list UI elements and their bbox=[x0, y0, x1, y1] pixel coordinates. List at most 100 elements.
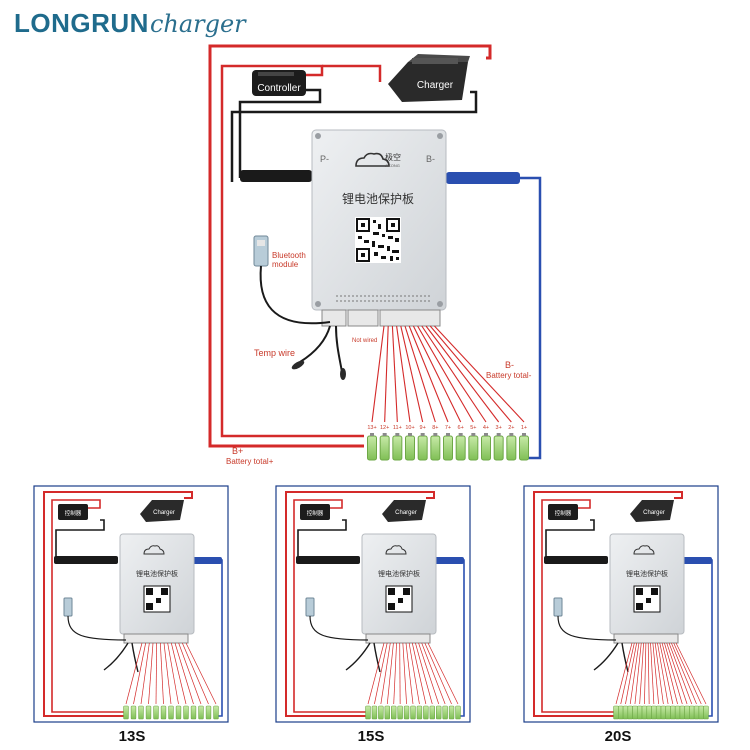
variant-cell bbox=[684, 705, 690, 720]
cell-label: 7+ bbox=[445, 425, 451, 431]
variant-board-title: 锂电池保护板 bbox=[136, 569, 178, 578]
variant-cell bbox=[384, 705, 390, 720]
variant-cell bbox=[689, 705, 695, 720]
battery-cell bbox=[430, 435, 441, 461]
variant-balance-wire bbox=[405, 642, 414, 705]
variant-cell bbox=[632, 705, 638, 720]
variant-balance-wire bbox=[140, 642, 150, 705]
variant-balance-wire bbox=[615, 642, 633, 705]
variant-balance-wire bbox=[620, 642, 635, 705]
variant-cell bbox=[622, 705, 629, 720]
variant-cell bbox=[410, 705, 416, 720]
cell-terminal bbox=[471, 433, 476, 436]
variant-controller-label: 控制器 bbox=[307, 509, 324, 517]
variant-red-wire-inner bbox=[293, 499, 366, 713]
main-black-controller-wire bbox=[238, 88, 322, 178]
variant-bluetooth bbox=[63, 597, 73, 617]
balance-wire bbox=[404, 325, 436, 423]
variant-red-wire bbox=[43, 491, 193, 717]
variant-balance-wire bbox=[647, 642, 650, 705]
variant-temp-probe bbox=[621, 642, 629, 673]
variant-black-wire bbox=[545, 519, 595, 560]
temp-connector bbox=[321, 309, 347, 327]
variant-cell bbox=[636, 705, 643, 720]
variant-qr-mark bbox=[156, 598, 161, 603]
cell-label: 11+ bbox=[393, 425, 402, 431]
variant-balance-wire bbox=[155, 642, 158, 705]
variant-temp-probe bbox=[345, 642, 371, 671]
variant-cell bbox=[679, 705, 686, 720]
variant-p-minus-cable bbox=[544, 556, 608, 564]
variant-qr-mark bbox=[146, 603, 153, 610]
variant-cell bbox=[213, 705, 219, 720]
variant-cell bbox=[397, 705, 403, 720]
variant-board bbox=[609, 533, 685, 635]
variant-connector bbox=[365, 633, 431, 644]
variant-qr-mark bbox=[161, 588, 168, 595]
bluetooth-label-1: Bluetooth bbox=[272, 251, 306, 260]
variant-charger-label: Charger bbox=[643, 510, 665, 516]
controller-label: Controller bbox=[257, 83, 301, 94]
battery-cell bbox=[455, 435, 466, 461]
variant-qr-mark bbox=[651, 588, 658, 595]
variant-balance-wire bbox=[668, 642, 693, 705]
variant-balance-wire bbox=[170, 642, 187, 705]
variant-bluetooth-wire bbox=[309, 615, 369, 641]
main-diagram: Controller Charger P- B- 极空 JIKONG 锂电池保护… bbox=[208, 44, 542, 466]
variant-cell bbox=[655, 705, 662, 720]
variant-cell bbox=[670, 705, 676, 720]
battery-cell bbox=[443, 435, 453, 461]
cell-terminal bbox=[446, 433, 450, 436]
bluetooth-module bbox=[253, 235, 331, 325]
charger-label: Charger bbox=[417, 80, 454, 91]
caption-20s: 20S bbox=[604, 728, 632, 745]
variant-cell bbox=[403, 705, 410, 720]
variant-balance-wire bbox=[661, 642, 678, 705]
variant-balance-wire bbox=[664, 642, 683, 705]
variant-temp-probe bbox=[593, 642, 619, 671]
battery-cell bbox=[468, 435, 479, 461]
variant-cell bbox=[641, 705, 648, 720]
variant-bluetooth bbox=[305, 597, 315, 617]
variant-balance-wire bbox=[629, 642, 640, 705]
variant-balance-wire bbox=[659, 642, 674, 705]
variant-red-wire-inner bbox=[51, 499, 124, 713]
battery-cell bbox=[481, 435, 491, 461]
variant-red-wire bbox=[533, 491, 683, 717]
cell-terminal bbox=[509, 433, 514, 436]
variant-balance-wire bbox=[380, 642, 391, 705]
variant-cell bbox=[613, 705, 619, 720]
variant-qr-mark bbox=[388, 603, 395, 610]
variant-cell bbox=[138, 705, 144, 720]
variant-balance-wire bbox=[374, 642, 388, 705]
variant-charger bbox=[630, 500, 674, 522]
main-blue-wire bbox=[520, 176, 542, 460]
variant-controller-label: 控制器 bbox=[555, 509, 572, 517]
variant-balance-wire bbox=[424, 642, 452, 705]
variant-black-wire bbox=[55, 519, 105, 560]
main-p-minus-cable bbox=[240, 170, 312, 182]
cell-terminal bbox=[458, 433, 463, 436]
variant-cell bbox=[442, 705, 448, 720]
balance-wire bbox=[421, 325, 487, 423]
variant-p-minus-cable bbox=[54, 556, 118, 564]
variant-qr-mark bbox=[636, 588, 643, 595]
cell-label: 1+ bbox=[521, 425, 527, 431]
cell-terminal bbox=[420, 433, 425, 436]
battery-cell bbox=[405, 435, 415, 461]
main-balance-wires bbox=[371, 325, 525, 423]
caption-13s: 13S bbox=[118, 728, 146, 745]
variant-balance-wire bbox=[625, 642, 637, 705]
variant-balance-wire bbox=[402, 642, 407, 705]
variant-red-wire-inner bbox=[541, 499, 614, 713]
variant-cell bbox=[123, 705, 129, 720]
battery-total-minus-label: Battery total- bbox=[486, 371, 532, 380]
battery-cell bbox=[493, 435, 504, 461]
variant-balance-wire bbox=[163, 642, 172, 705]
variant-cell bbox=[175, 705, 182, 720]
variant-cell bbox=[703, 705, 709, 720]
cloud-sub: JIKONG bbox=[385, 163, 400, 168]
brand-logo: LONGRUN charger bbox=[14, 8, 246, 42]
